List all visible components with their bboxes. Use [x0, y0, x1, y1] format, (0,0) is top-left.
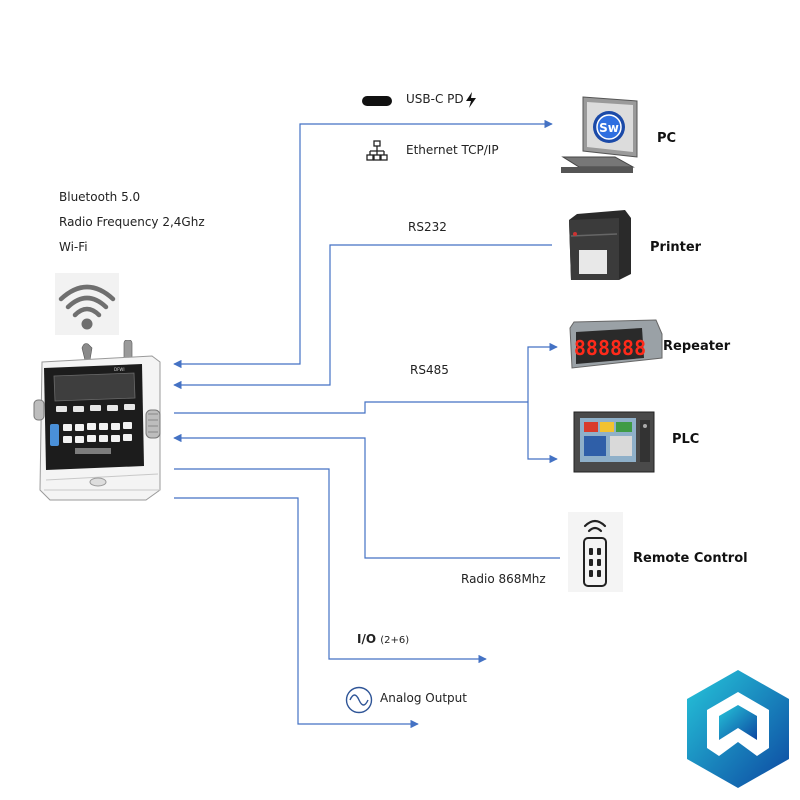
remote-control-icon	[568, 512, 623, 592]
repeater-digits: 888888	[574, 336, 646, 360]
analog-label: Analog Output	[380, 691, 467, 705]
line-rs485	[174, 401, 528, 414]
line-io	[174, 468, 487, 664]
rs232-label: RS232	[408, 220, 447, 234]
radio-868-label: Radio 868Mhz	[461, 572, 546, 586]
wifi-label: Wi-Fi	[59, 240, 88, 254]
repeater-label: Repeater	[663, 339, 731, 354]
plc-panel-icon	[573, 411, 655, 473]
radio-frequency-label: Radio Frequency 2,4Ghz	[59, 215, 205, 229]
line-remote	[173, 433, 560, 559]
usb-label: USB-C PD	[406, 92, 464, 106]
line-repeater	[527, 342, 558, 402]
printer-label: Printer	[650, 240, 702, 255]
io-label: I/O (2+6)	[357, 632, 410, 646]
line-analog	[174, 497, 419, 729]
line-plc	[527, 402, 558, 464]
line-printer	[173, 244, 552, 390]
bluetooth-label: Bluetooth 5.0	[59, 190, 141, 204]
plc-label: PLC	[672, 432, 700, 447]
wifi-icon	[55, 273, 119, 335]
repeater-display-icon: 888888	[569, 319, 663, 369]
pc-badge-text: Sw	[599, 121, 619, 135]
lightning-icon	[466, 92, 476, 108]
pc-label: PC	[657, 131, 677, 146]
ethernet-label: Ethernet TCP/IP	[406, 143, 499, 157]
rs485-label: RS485	[410, 363, 449, 377]
usb-c-icon	[362, 96, 392, 106]
pc-computer-icon: Sw	[561, 96, 638, 173]
line-pc	[173, 119, 553, 369]
remote-control-label: Remote Control	[633, 551, 748, 566]
network-icon	[366, 140, 388, 161]
analog-sine-icon	[345, 686, 373, 714]
brand-logo-icon	[687, 670, 789, 788]
io-sublabel: (2+6)	[380, 635, 410, 646]
weighing-indicator: DFWI	[33, 340, 161, 501]
printer-icon	[569, 210, 631, 280]
svg-text:DFWI: DFWI	[114, 367, 125, 372]
